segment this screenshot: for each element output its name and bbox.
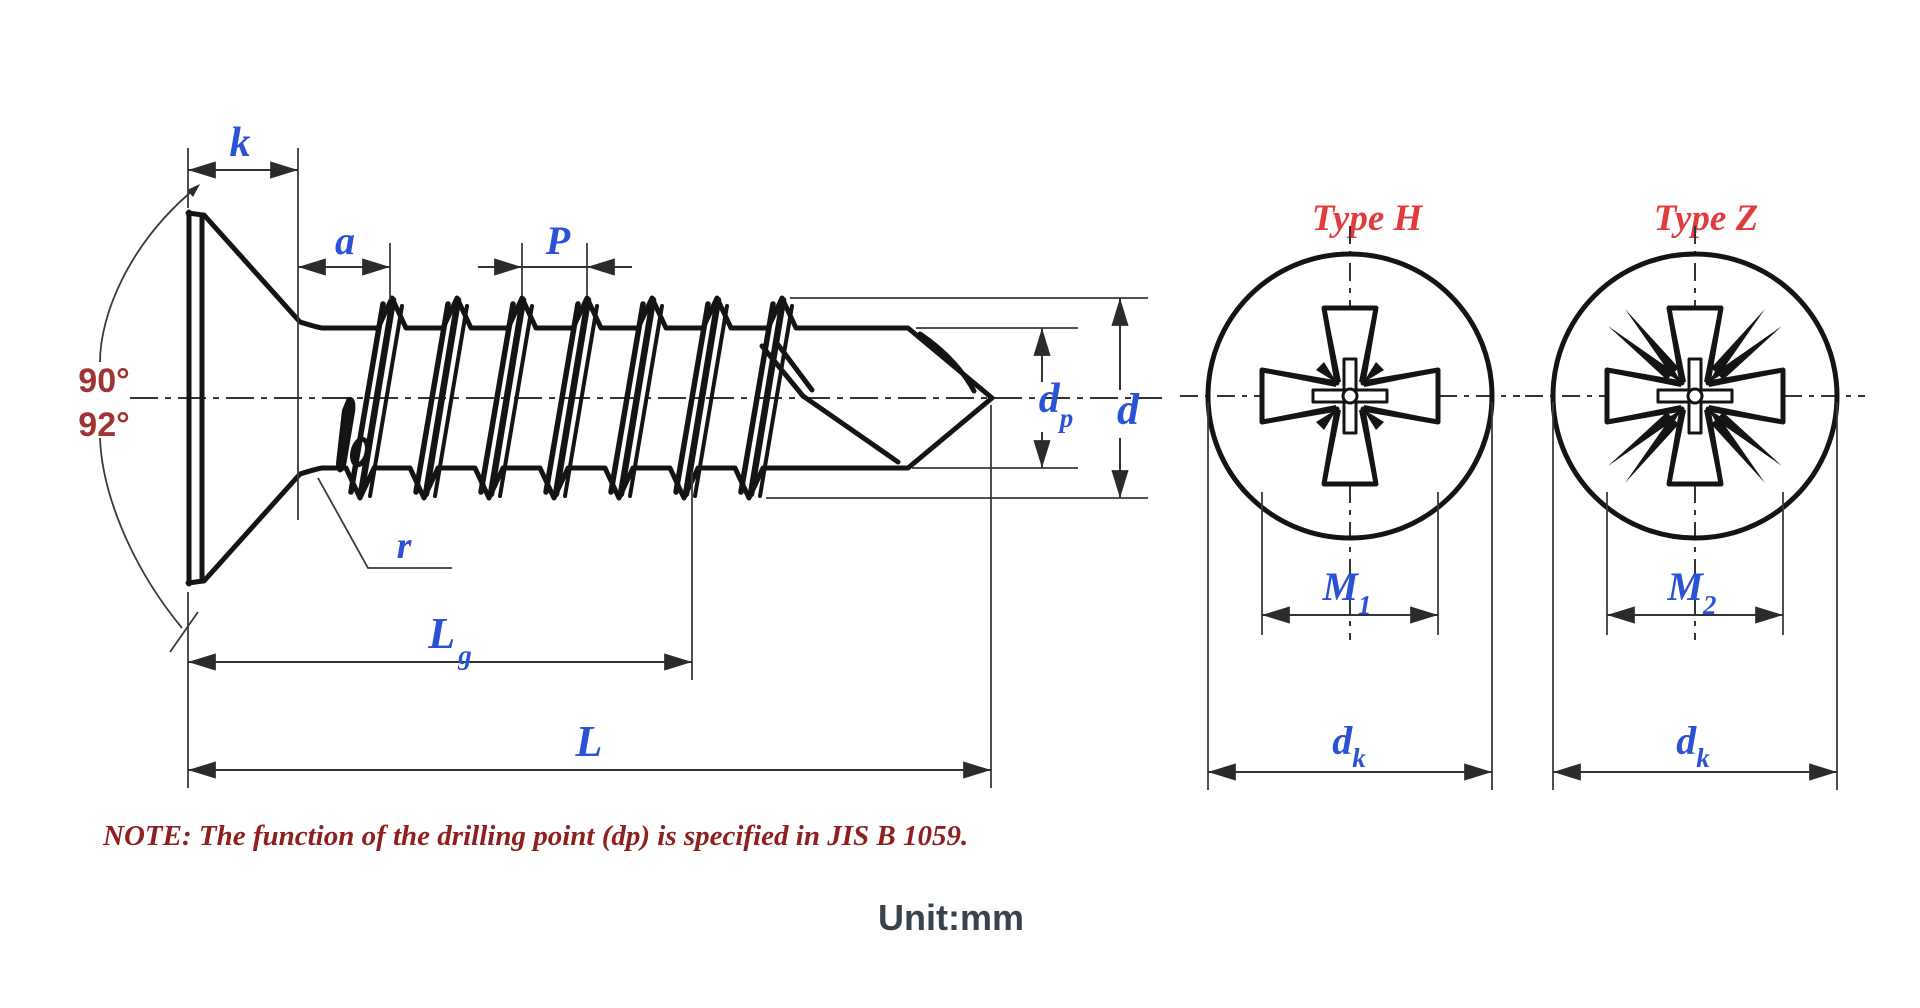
dk-label-type-h: dk (1332, 718, 1366, 773)
dk-label-type-z: dk (1676, 718, 1710, 773)
dimension-dp: dp (912, 327, 1078, 469)
unit-label: Unit:mm (878, 897, 1024, 938)
angle-90-label: 90° (78, 362, 129, 400)
lower-profile (201, 395, 995, 584)
dimension-m1: M1 (1261, 492, 1439, 635)
type-h-head-outline (1205, 251, 1495, 541)
screw-head (185, 209, 206, 587)
drill-point-flute (759, 331, 977, 465)
m1-label: M1 (1321, 564, 1371, 620)
dimension-m2: M2 (1606, 492, 1784, 635)
dimension-k: k (187, 120, 299, 520)
angle-arrowhead (187, 184, 200, 197)
dimension-dk-type-h: dk (1207, 402, 1493, 790)
l-label: L (575, 717, 603, 766)
r-label: r (397, 525, 413, 567)
type-h-head-view: Type H M1 dk (1180, 198, 1520, 790)
dimension-p: P (478, 218, 632, 296)
dimension-a: a (298, 218, 391, 300)
dimension-d: d (766, 297, 1148, 499)
phillips-recess-icon (1262, 308, 1438, 484)
dimension-l: L (188, 405, 992, 788)
d-label: d (1117, 385, 1140, 434)
type-z-head-view: Type Z M2 dk (1525, 198, 1865, 790)
dimension-dk-type-z: dk (1552, 402, 1838, 790)
k-label: k (230, 120, 251, 166)
pozidriv-recess-icon (1607, 308, 1783, 484)
upper-profile (201, 212, 995, 401)
thread-runout-under-head (336, 397, 370, 473)
type-h-title: Type H (1312, 198, 1424, 239)
fillet-radius-callout: r (317, 477, 452, 569)
a-label: a (335, 218, 355, 263)
p-label: P (545, 218, 571, 263)
screw-side-view (130, 209, 1162, 587)
type-z-head-outline (1550, 251, 1840, 541)
note-text: NOTE: The function of the drilling point… (102, 820, 968, 852)
head-angle-callout: 90° 92° (78, 184, 200, 653)
angle-92-label: 92° (78, 406, 129, 444)
dp-label: dp (1039, 376, 1074, 433)
m2-label: M2 (1666, 564, 1716, 620)
type-z-title: Type Z (1654, 198, 1758, 239)
